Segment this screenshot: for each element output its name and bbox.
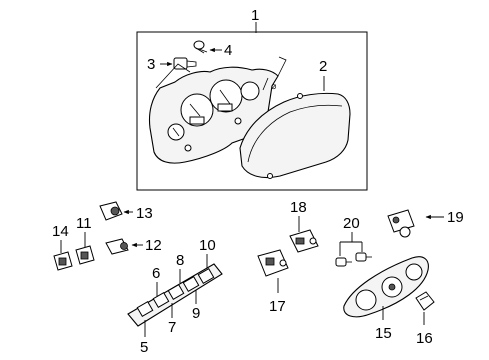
bulb-socket-part-12 [105, 238, 129, 255]
switch-panel [127, 263, 223, 327]
small-marker: ⌀ [271, 81, 277, 91]
knob-part-16 [415, 291, 435, 311]
callout-2: 2 [319, 58, 327, 75]
callout-5: 5 [140, 339, 148, 356]
callout-9: 9 [192, 305, 200, 322]
callout-15: 15 [375, 325, 392, 342]
callout-20: 20 [343, 215, 360, 232]
callout-14: 14 [52, 223, 69, 240]
callout-1: 1 [251, 7, 259, 24]
bulb-part-20-left [335, 257, 352, 267]
cluster-lens [239, 92, 351, 179]
small-gauge-right [240, 81, 260, 101]
switch-part-13 [99, 201, 123, 221]
callout-11: 11 [76, 215, 92, 232]
callout-12: 12 [145, 237, 162, 254]
callout-6: 6 [152, 265, 160, 282]
callout-18: 18 [290, 199, 307, 216]
control-panel-part-15 [343, 256, 429, 318]
bulb-part-20-right [355, 252, 372, 262]
callout-4: 4 [224, 42, 232, 59]
callout-17: 17 [269, 298, 286, 315]
cluster-assembly-frame [136, 31, 368, 191]
callout-10: 10 [199, 237, 216, 254]
switch-part-14 [53, 251, 73, 271]
left-dial [355, 289, 377, 311]
screw-part-4 [193, 40, 208, 54]
leader-20 [339, 232, 363, 256]
right-dial [405, 263, 423, 281]
screw-part-3 [173, 57, 197, 70]
cluster-housing: ⌀ [148, 56, 287, 164]
module-part-17 [257, 249, 289, 277]
callout-16: 16 [416, 330, 433, 347]
callout-3: 3 [147, 56, 155, 73]
switch-part-19 [387, 209, 415, 238]
callout-13: 13 [136, 205, 153, 222]
speedometer-gauge [180, 93, 214, 127]
callout-19: 19 [447, 209, 464, 226]
callout-8: 8 [176, 252, 184, 269]
module-part-18 [289, 229, 319, 253]
switch-part-11 [75, 245, 95, 265]
callout-7: 7 [168, 319, 176, 336]
